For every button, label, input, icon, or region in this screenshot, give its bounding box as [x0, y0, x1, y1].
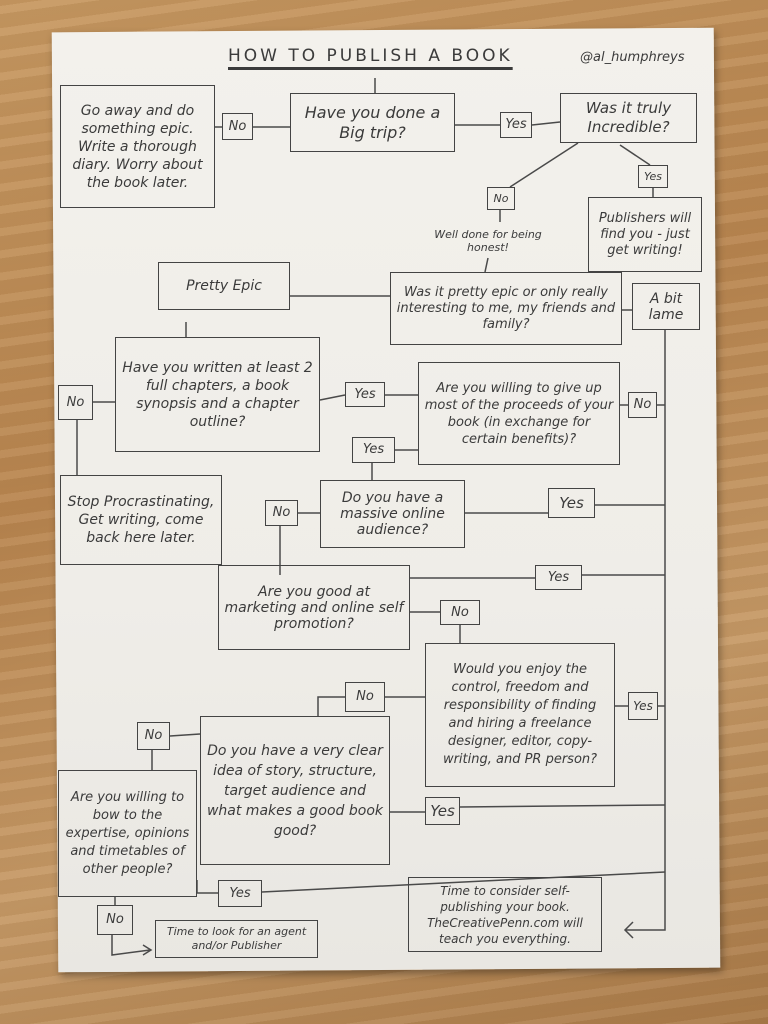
node-bow-to-expertise: Are you willing to bow to the expertise,…	[58, 770, 197, 897]
label-no: No	[345, 682, 385, 712]
label-yes: Yes	[345, 382, 385, 407]
label-no: No	[487, 187, 515, 210]
node-publishers-find-you: Publishers will find you - just get writ…	[588, 197, 702, 272]
node-give-up-proceeds: Are you willing to give up most of the p…	[418, 362, 620, 465]
page-title: HOW TO PUBLISH A BOOK	[228, 46, 513, 66]
node-go-away: Go away and do something epic. Write a t…	[60, 85, 215, 208]
node-stop-procrastinating: Stop Procrastinating, Get writing, come …	[60, 475, 222, 565]
node-clear-idea: Do you have a very clear idea of story, …	[200, 716, 390, 865]
node-pretty-epic-question: Was it pretty epic or only really intere…	[390, 272, 622, 345]
node-truly-incredible: Was it truly Incredible?	[560, 93, 697, 143]
label-yes: Yes	[535, 565, 582, 590]
label-yes: Yes	[638, 165, 668, 188]
node-online-audience: Do you have a massive online audience?	[320, 480, 465, 548]
label-yes: Yes	[500, 112, 532, 138]
label-no: No	[58, 385, 93, 420]
node-enjoy-control: Would you enjoy the control, freedom and…	[425, 643, 615, 787]
node-find-agent: Time to look for an agent and/or Publish…	[155, 920, 318, 958]
node-written-chapters: Have you written at least 2 full chapter…	[115, 337, 320, 452]
node-good-marketing: Are you good at marketing and online sel…	[218, 565, 410, 650]
label-yes: Yes	[425, 797, 460, 825]
node-self-publish: Time to consider self-publishing your bo…	[408, 877, 602, 952]
label-no: No	[628, 392, 657, 418]
label-yes: Yes	[628, 692, 658, 720]
node-pretty-epic: Pretty Epic	[158, 262, 290, 310]
label-no: No	[222, 113, 253, 140]
label-no: No	[265, 500, 298, 526]
label-no: No	[97, 905, 133, 935]
note-well-done: Well done for being honest!	[434, 228, 542, 254]
label-yes: Yes	[352, 437, 395, 463]
label-yes: Yes	[548, 488, 595, 518]
node-big-trip: Have you done a Big trip?	[290, 93, 455, 152]
author-handle: @al_humphreys	[580, 50, 685, 65]
node-a-bit-lame: A bit lame	[632, 283, 700, 330]
label-no: No	[440, 600, 480, 625]
label-yes: Yes	[218, 880, 262, 907]
label-no: No	[137, 722, 170, 750]
